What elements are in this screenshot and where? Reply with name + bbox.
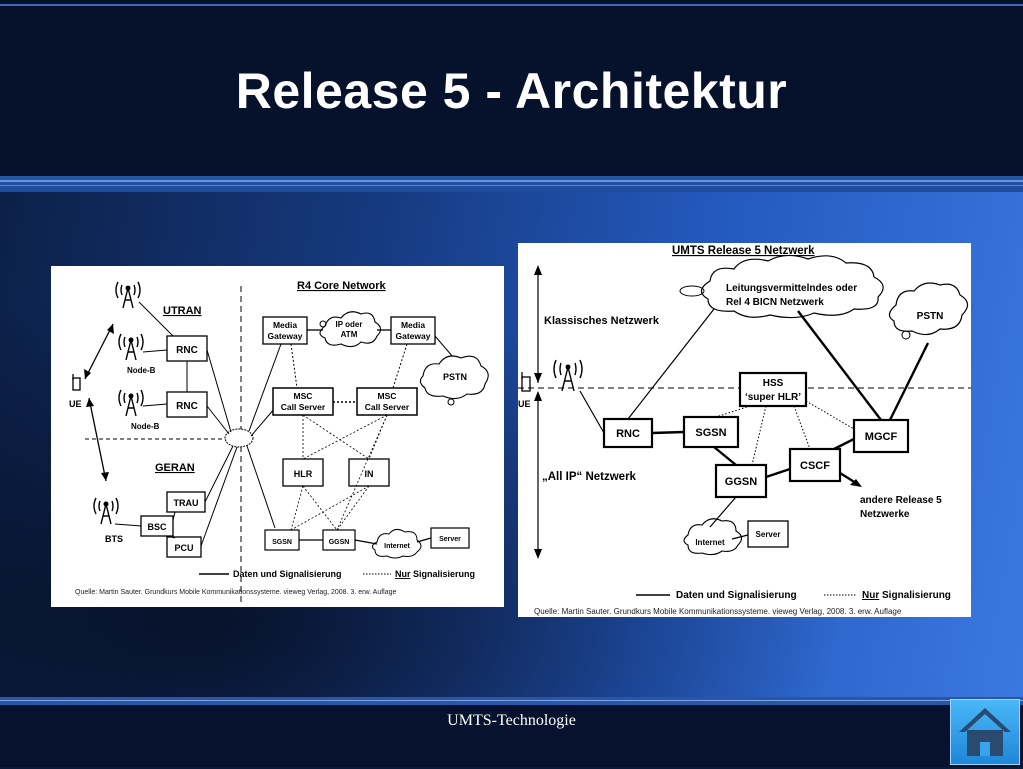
pstn-left: PSTN: [443, 372, 467, 382]
trau: TRAU: [174, 498, 199, 508]
rnc-2: RNC: [176, 401, 198, 412]
pcu: PCU: [174, 543, 193, 553]
node-b-antenna-top: [115, 281, 141, 309]
msc-2-line2: Call Server: [365, 402, 410, 412]
mgcf: MGCF: [865, 431, 898, 443]
core-network-title: R4 Core Network: [297, 280, 387, 292]
legend-solid-right: Daten und Signalisierung: [676, 590, 797, 601]
rnc-right: RNC: [616, 428, 640, 440]
node-b-label-1: Node-B: [127, 366, 156, 375]
internet-right: Internet: [695, 538, 725, 547]
slide-title: Release 5 - Architektur: [235, 63, 788, 119]
pstn-cloud: [419, 355, 489, 406]
internet-left: Internet: [384, 543, 410, 550]
media-gateway-2-line2: Gateway: [396, 331, 431, 341]
pstn-cloud-right: [888, 282, 969, 340]
legend-dotted-right: Nur Signalisierung: [862, 590, 951, 601]
media-gateway-1-line2: Gateway: [268, 331, 303, 341]
server-right: Server: [756, 530, 781, 539]
header-bar: [0, 0, 1023, 176]
geran-label: GERAN: [155, 462, 195, 474]
home-button[interactable]: [950, 699, 1020, 765]
hlr: HLR: [294, 469, 313, 479]
other-networks-line2: Netzwerke: [860, 509, 910, 520]
header-accent-line: [0, 4, 1023, 6]
msc-2-line1: MSC: [378, 391, 397, 401]
source-right: Quelle: Martin Sauter. Grundkurs Mobile …: [534, 607, 902, 616]
ggsn-right: GGSN: [725, 476, 757, 488]
ip-atm-line2: ATM: [341, 330, 358, 339]
utran-label: UTRAN: [163, 305, 202, 317]
legend-dotted-left: Nur Signalisierung: [395, 569, 475, 579]
media-gateway-1-line1: Media: [273, 320, 297, 330]
bicn-cloud-line2: Rel 4 BICN Netzwerk: [726, 297, 824, 308]
internet-cloud-left: [371, 528, 422, 559]
r4-network-diagram: R4 Core Network UTRAN GERAN Node-B Node-…: [51, 266, 504, 607]
ue-phone-icon-right: [521, 372, 531, 392]
bicn-cloud: [679, 254, 884, 319]
bsc: BSC: [147, 522, 167, 532]
bicn-cloud-line1: Leitungsvermittelndes oder: [726, 283, 857, 294]
msc-1-line2: Call Server: [281, 402, 326, 412]
bts-label: BTS: [105, 534, 123, 544]
release5-network-diagram: UMTS Release 5 Netzwerk Klassisches Netz…: [518, 243, 971, 617]
pstn-right: PSTN: [917, 311, 944, 322]
rnc-1: RNC: [176, 345, 198, 356]
node-b-antenna-1: [118, 333, 144, 361]
ip-atm-line1: IP oder: [336, 320, 363, 329]
media-gateway-2-line1: Media: [401, 320, 425, 330]
internet-cloud-right: [683, 518, 743, 556]
ue-label-right: UE: [518, 399, 531, 409]
r5-title: UMTS Release 5 Netzwerk: [672, 245, 815, 257]
sgsn-left: SGSN: [272, 539, 292, 546]
ip-atm-cloud: [319, 311, 382, 348]
ue-phone-icon: [72, 374, 81, 391]
node-b-antenna-right: [553, 359, 583, 392]
msc-1-line1: MSC: [294, 391, 313, 401]
legend-solid-left: Daten und Signalisierung: [233, 569, 342, 579]
node-b-label-2: Node-B: [131, 422, 160, 431]
access-cloud: [224, 428, 254, 448]
header-divider-band: [0, 176, 1023, 192]
source-left: Quelle: Martin Sauter. Grundkurs Mobile …: [75, 589, 396, 596]
server-left: Server: [439, 536, 461, 543]
bts-antenna: [93, 497, 119, 525]
all-ip-label: „All IP“ Netzwerk: [542, 471, 637, 483]
klassisch-label: Klassisches Netzwerk: [544, 315, 660, 327]
other-networks-line1: andere Release 5: [860, 495, 942, 506]
footer-bar: [0, 705, 1023, 767]
ue-label: UE: [69, 399, 82, 409]
ggsn-left: GGSN: [329, 539, 350, 546]
hss-line1: HSS: [763, 378, 784, 389]
node-b-antenna-2: [118, 389, 144, 417]
hss-line2: ‘super HLR’: [745, 392, 801, 403]
cscf: CSCF: [800, 460, 830, 472]
sgsn-right: SGSN: [695, 427, 726, 439]
footer-text: UMTS-Technologie: [447, 712, 576, 729]
home-icon: [959, 708, 1011, 756]
footer-divider-band: [0, 697, 1023, 705]
in: IN: [365, 469, 374, 479]
